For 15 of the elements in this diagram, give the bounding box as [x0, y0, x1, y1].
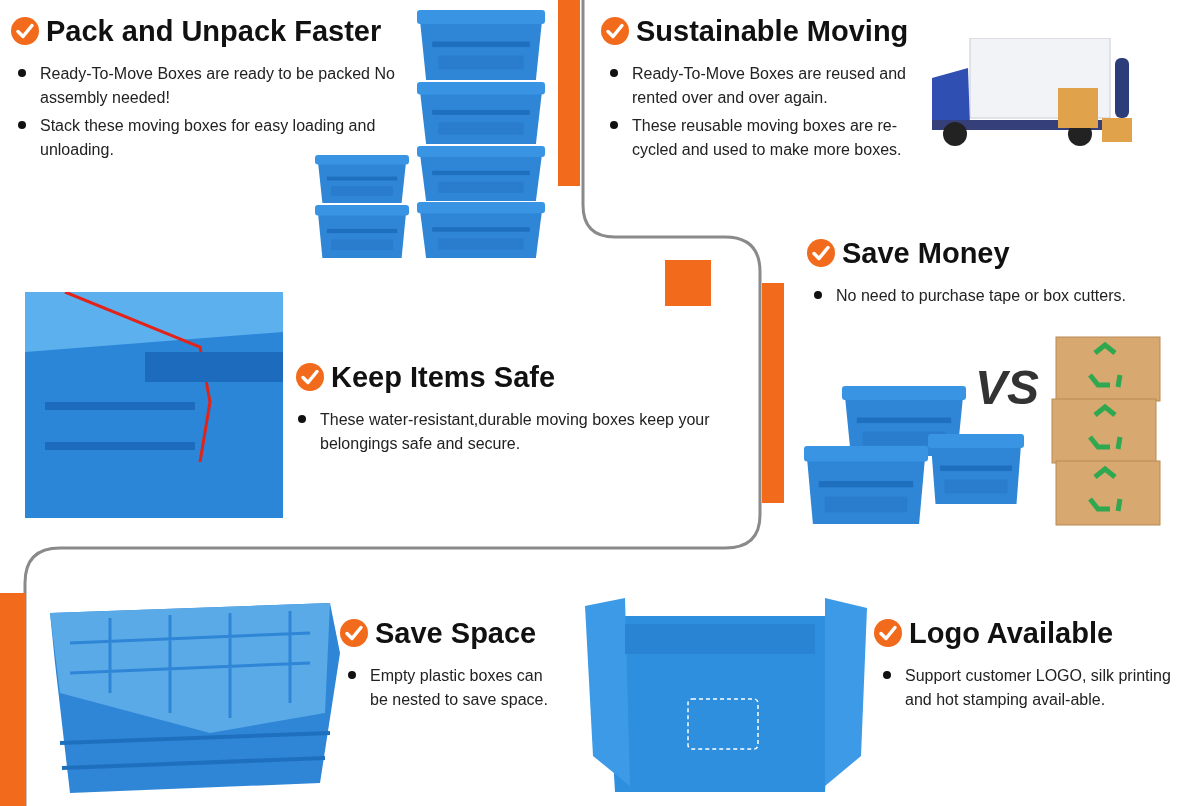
section-heading: Save Money	[842, 238, 1010, 268]
section-heading: Keep Items Safe	[331, 362, 556, 392]
section-heading: Sustainable Moving	[636, 16, 909, 46]
versus-text: VS	[975, 364, 1040, 412]
bullet-text: Empty plastic boxes can be nested to save space.	[370, 666, 549, 710]
bullet-text: These water-resistant,durable moving boxes keep your belongings safe and secure.	[320, 410, 711, 454]
bullet-text: Ready-To-Move Boxes are reused and rented over and over again.	[632, 64, 907, 108]
bullet-text: No need to purchase tape or box cutters.	[836, 286, 1126, 306]
bullet-text: Stack these moving boxes for easy loading and unloading.	[40, 116, 377, 160]
bullet-text: Ready-To-Move Boxes are ready to be packed No assembly needed!	[40, 64, 396, 108]
section-heading: Logo Available	[909, 618, 1114, 648]
section-heading: Pack and Unpack Faster	[46, 16, 382, 46]
section-heading: Save Space	[375, 618, 537, 648]
bullet-text: Support customer LOGO, silk printing and hot stamping avail-able.	[905, 666, 1172, 710]
bullet-text: These reusable moving boxes are re-cycled and used to make more boxes.	[632, 116, 903, 160]
